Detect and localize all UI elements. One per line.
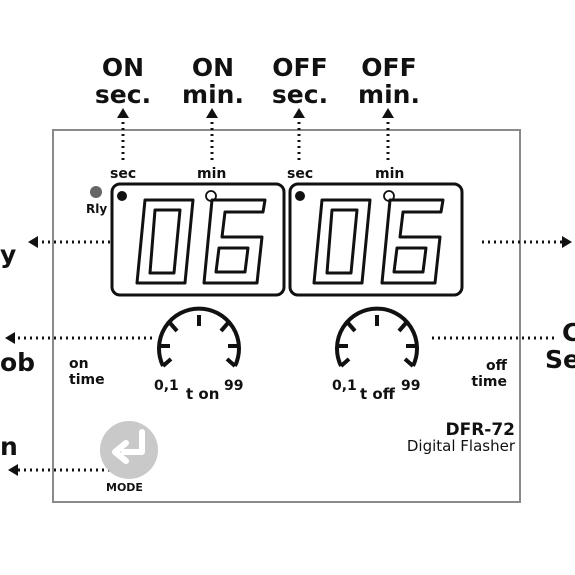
- left-sec-led: [117, 191, 127, 201]
- off-knob-name: t off: [360, 385, 395, 403]
- off-knob-max-value: 99: [401, 378, 421, 394]
- left-cut-label-1: y: [0, 240, 17, 269]
- mode-label: MODE: [106, 481, 143, 494]
- on-knob-min-value: 0,1: [154, 378, 179, 394]
- top-leaders: [121, 118, 390, 160]
- top-arrowheads: [117, 108, 394, 118]
- left-digit-6: [202, 198, 267, 285]
- on-knob-max-value: 99: [224, 378, 244, 394]
- left-cut-label-3: n: [0, 432, 18, 461]
- mode-button[interactable]: [100, 421, 158, 479]
- on-knob-name: t on: [186, 385, 220, 403]
- right-cut-label-1: C: [562, 318, 575, 347]
- off-time-knob[interactable]: [335, 306, 419, 368]
- left-cut-label-2: ob: [0, 348, 36, 377]
- model-name: DFR-72: [445, 420, 515, 440]
- relay-label: Rly: [86, 202, 108, 216]
- right-digit-6: [380, 198, 445, 285]
- on-time-knob[interactable]: [157, 306, 241, 368]
- right-min-label: min: [375, 166, 405, 182]
- left-sec-label: sec: [110, 166, 137, 182]
- relay-led: [90, 186, 102, 198]
- side-arrowheads: [5, 236, 572, 476]
- off-knob-min-value: 0,1: [332, 378, 357, 394]
- return-arrow-icon: [112, 440, 129, 464]
- product-name: Digital Flasher: [406, 437, 515, 455]
- left-digit-0: [135, 198, 195, 285]
- right-cut-label-2: Se: [545, 345, 575, 374]
- side-leaders: [15, 240, 562, 472]
- right-digit-0: [312, 198, 372, 285]
- right-sec-led: [295, 191, 305, 201]
- right-sec-label: sec: [287, 166, 314, 182]
- left-min-label: min: [197, 166, 227, 182]
